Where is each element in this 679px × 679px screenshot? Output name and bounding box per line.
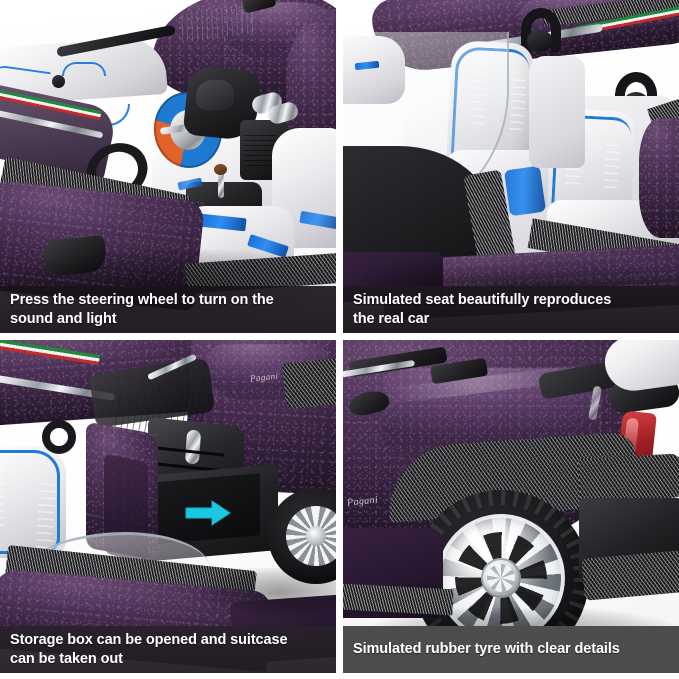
rear-diffuser-carbon (581, 549, 679, 601)
panel-caption: Storage box can be opened and suitcase c… (0, 626, 336, 673)
caption-line-1: Storage box can be opened and suitcase (10, 632, 288, 648)
caption-line-2: the real car (353, 311, 430, 327)
panel-tyre: Pagani Simulated rubber tyre with clear … (343, 340, 679, 673)
dash-decal-blue-1 (62, 62, 106, 76)
caption-line-2: can be taken out (10, 651, 123, 667)
suitcase-handle (184, 429, 202, 465)
centre-switch-panel (244, 132, 276, 166)
body-right-wall (639, 118, 679, 238)
dashboard-left (343, 36, 405, 104)
caption-line-1: Simulated rubber tyre with clear details (353, 640, 620, 657)
panel-caption: Simulated seat beautifully reproduces th… (343, 286, 679, 333)
rear-carbon-panel (577, 453, 679, 503)
photo-storage-box: Pagani (0, 340, 336, 673)
wheel-lug-nuts (487, 564, 515, 592)
gear-knob (214, 164, 227, 175)
dash-knob (52, 75, 65, 88)
hatch-carbon-patch (281, 356, 336, 410)
roll-hoop-left (521, 8, 561, 52)
caption-line-1: Press the steering wheel to turn on the (10, 292, 274, 308)
seat-left-cushion-decal (503, 165, 547, 217)
photo-interior-steering (0, 0, 336, 333)
photo-tyre: Pagani (343, 340, 679, 673)
tunnel-between-seats (529, 56, 585, 168)
caption-line-1: Simulated seat beautifully reproduces (353, 292, 612, 308)
gear-lever (218, 170, 224, 198)
panel-caption: Press the steering wheel to turn on the … (0, 286, 336, 333)
storage-direction-arrow (185, 500, 231, 526)
seat-blue-outline (0, 450, 60, 554)
steering-wheel-small (42, 420, 76, 454)
front-wheel-hub (306, 526, 326, 546)
roll-hoop-mount (527, 30, 553, 52)
panel-seats: Simulated seat beautifully reproduces th… (343, 0, 679, 333)
seat-harness-strap (0, 460, 4, 526)
panel-storage-box: Pagani (0, 340, 336, 673)
photo-seats (343, 0, 679, 333)
instrument-cluster (196, 80, 234, 110)
panel-interior-steering: Press the steering wheel to turn on the … (0, 0, 336, 333)
caption-line-2: sound and light (10, 311, 117, 327)
panel-caption: Simulated rubber tyre with clear details (343, 626, 679, 673)
photo-shadow (200, 568, 336, 616)
